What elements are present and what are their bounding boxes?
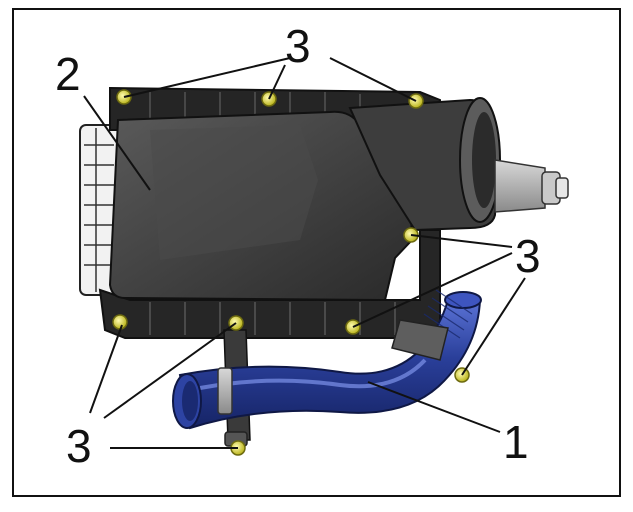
callout-3-bottom-left: 3 [66,420,92,472]
housing-cover-highlight [150,125,318,260]
filter-grille [79,124,119,296]
callout-3-right: 3 [515,230,541,282]
leader-lines [83,57,526,449]
callout-labels: 1 2 3 3 3 [55,20,541,472]
callout-3-top: 3 [285,20,311,72]
outlet-tube [494,159,569,213]
screw-left-lower [112,314,128,330]
intake-duct [348,97,501,232]
callout-1-hose: 1 [503,416,529,468]
callout-2-housing: 2 [55,48,81,100]
mounting-screws [112,89,470,456]
hose-clamp-right [391,319,449,361]
